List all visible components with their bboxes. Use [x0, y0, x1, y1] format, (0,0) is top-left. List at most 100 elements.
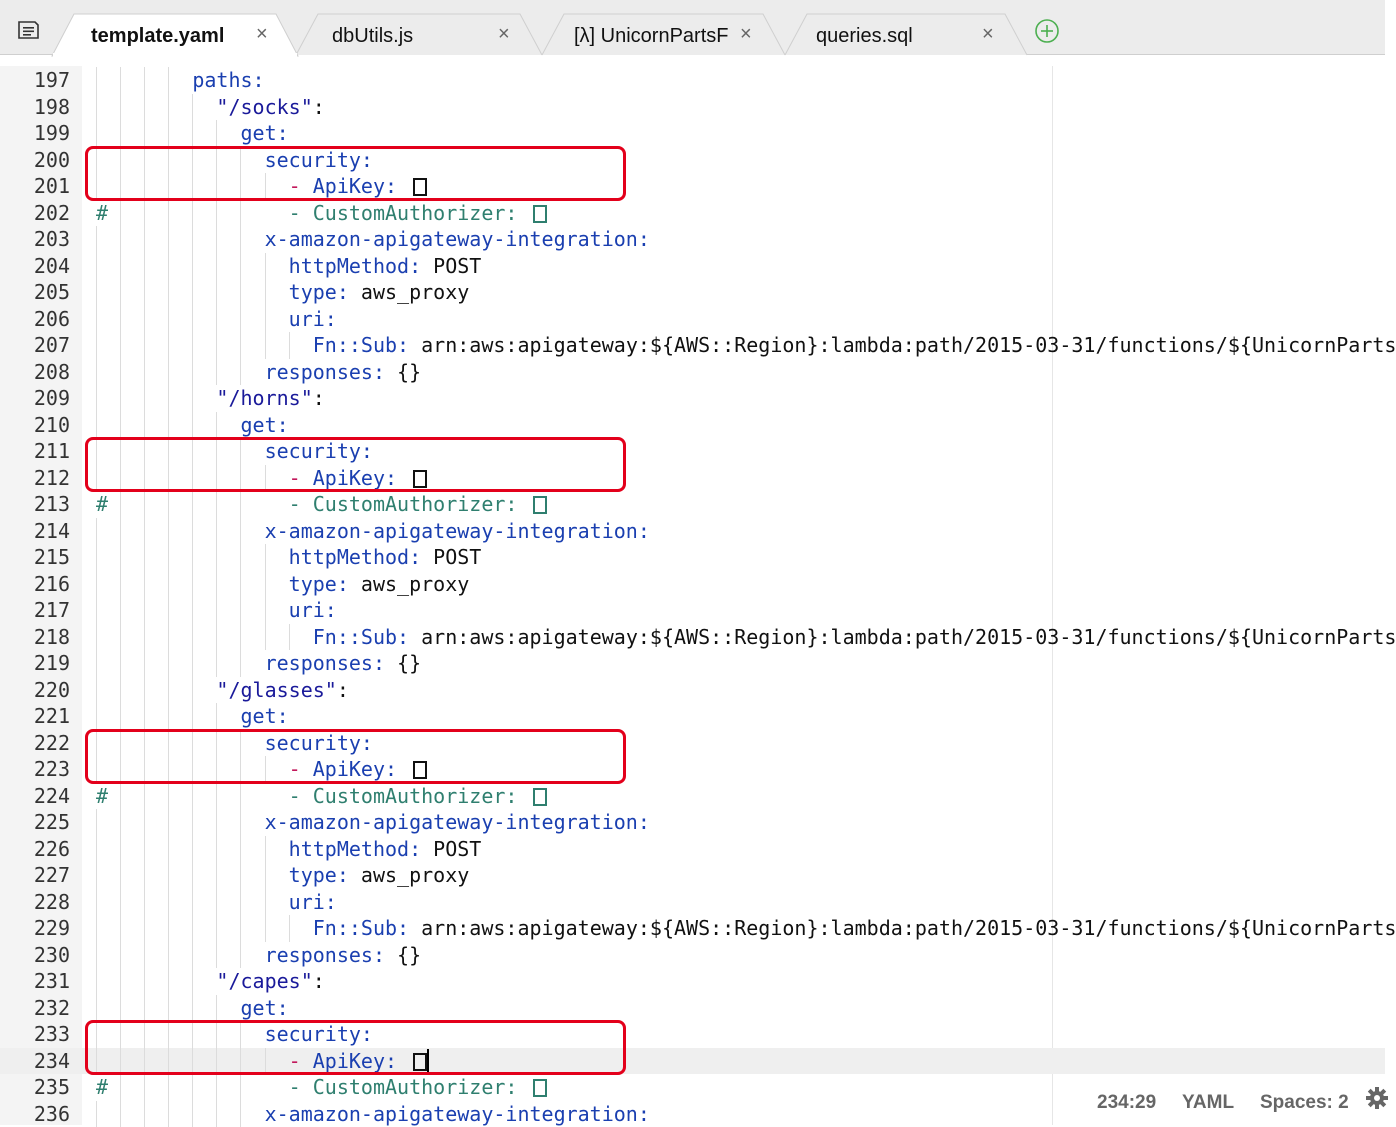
code-line[interactable]: 207 Fn::Sub: arn:aws:apigateway:${AWS::R… — [0, 332, 1385, 359]
tab-template-yaml[interactable]: template.yaml — [91, 24, 241, 48]
code-line[interactable]: 226 httpMethod: POST — [0, 836, 1385, 863]
code-line[interactable]: 211 security: — [0, 438, 1385, 465]
tab-dbutils-js[interactable]: dbUtils.js — [332, 24, 482, 48]
code-text[interactable]: "/socks": — [96, 94, 325, 121]
code-text[interactable]: uri: — [96, 306, 337, 333]
code-text[interactable]: Fn::Sub: arn:aws:apigateway:${AWS::Regio… — [96, 332, 1396, 359]
code-line[interactable]: 217 uri: — [0, 597, 1385, 624]
code-text[interactable]: # - CustomAuthorizer: — [96, 491, 547, 518]
code-line[interactable]: 220 "/glasses": — [0, 677, 1385, 704]
code-text[interactable]: x-amazon-apigateway-integration: — [96, 809, 650, 836]
code-text[interactable]: responses: {} — [96, 942, 421, 969]
code-text[interactable]: type: aws_proxy — [96, 279, 469, 306]
code-line[interactable]: 233 security: — [0, 1021, 1385, 1048]
code-line[interactable]: 218 Fn::Sub: arn:aws:apigateway:${AWS::R… — [0, 624, 1385, 651]
code-text[interactable]: Fn::Sub: arn:aws:apigateway:${AWS::Regio… — [96, 915, 1396, 942]
code-line[interactable]: 214 x-amazon-apigateway-integration: — [0, 518, 1385, 545]
code-text[interactable]: security: — [96, 730, 373, 757]
code-text[interactable]: paths: — [96, 67, 265, 94]
code-line[interactable]: 222 security: — [0, 730, 1385, 757]
code-line[interactable]: 209 "/horns": — [0, 385, 1385, 412]
code-text[interactable]: "/horns": — [96, 385, 325, 412]
code-text[interactable]: httpMethod: POST — [96, 544, 481, 571]
language-mode[interactable]: YAML — [1182, 1092, 1234, 1114]
code-text[interactable]: type: aws_proxy — [96, 571, 469, 598]
close-icon[interactable]: × — [256, 22, 268, 46]
code-text[interactable]: get: — [96, 412, 289, 439]
empty-list-brackets — [533, 788, 547, 806]
code-text[interactable]: Fn::Sub: arn:aws:apigateway:${AWS::Regio… — [96, 624, 1396, 651]
code-line[interactable]: 227 type: aws_proxy — [0, 862, 1385, 889]
code-text[interactable]: httpMethod: POST — [96, 836, 481, 863]
code-line[interactable]: 234 - ApiKey: — [0, 1048, 1385, 1075]
close-icon[interactable]: × — [498, 22, 510, 46]
indentation-setting[interactable]: Spaces: 2 — [1260, 1092, 1349, 1114]
code-line[interactable]: 231 "/capes": — [0, 968, 1385, 995]
code-text[interactable]: # - CustomAuthorizer: — [96, 1074, 547, 1101]
code-line[interactable]: 212 - ApiKey: — [0, 465, 1385, 492]
code-line[interactable]: 201 - ApiKey: — [0, 173, 1385, 200]
code-line[interactable]: 205 type: aws_proxy — [0, 279, 1385, 306]
code-line[interactable]: 223 - ApiKey: — [0, 756, 1385, 783]
code-text[interactable]: responses: {} — [96, 650, 421, 677]
code-line[interactable]: 229 Fn::Sub: arn:aws:apigateway:${AWS::R… — [0, 915, 1385, 942]
code-token: {} — [397, 651, 421, 675]
code-text[interactable]: - ApiKey: — [96, 756, 427, 783]
code-line[interactable]: 199 get: — [0, 120, 1385, 147]
code-line[interactable]: 208 responses: {} — [0, 359, 1385, 386]
code-editor[interactable]: 197 paths:198 "/socks":199 get:200 secur… — [0, 66, 1385, 1125]
code-line[interactable]: 204 httpMethod: POST — [0, 253, 1385, 280]
code-text[interactable]: responses: {} — [96, 359, 421, 386]
code-text[interactable]: - ApiKey: — [96, 465, 427, 492]
code-text[interactable]: - ApiKey: — [96, 173, 427, 200]
file-list-icon[interactable] — [16, 18, 40, 42]
code-line[interactable]: 224# - CustomAuthorizer: — [0, 783, 1385, 810]
code-text[interactable]: type: aws_proxy — [96, 862, 469, 889]
code-line[interactable]: 221 get: — [0, 703, 1385, 730]
code-line[interactable]: 216 type: aws_proxy — [0, 571, 1385, 598]
code-text[interactable]: uri: — [96, 889, 337, 916]
code-line[interactable]: 198 "/socks": — [0, 94, 1385, 121]
code-text[interactable]: get: — [96, 120, 289, 147]
code-line[interactable]: 203 x-amazon-apigateway-integration: — [0, 226, 1385, 253]
code-line[interactable]: 215 httpMethod: POST — [0, 544, 1385, 571]
tab-unicornparts-lambda[interactable]: [λ] UnicornPartsF — [574, 24, 736, 48]
code-text[interactable]: x-amazon-apigateway-integration: — [96, 226, 650, 253]
code-line[interactable]: 230 responses: {} — [0, 942, 1385, 969]
cursor-position[interactable]: 234:29 — [1097, 1092, 1156, 1114]
code-line[interactable]: 213# - CustomAuthorizer: — [0, 491, 1385, 518]
code-line[interactable]: 200 security: — [0, 147, 1385, 174]
code-text[interactable]: x-amazon-apigateway-integration: — [96, 1101, 650, 1127]
code-text[interactable]: # - CustomAuthorizer: — [96, 783, 547, 810]
code-line[interactable]: 225 x-amazon-apigateway-integration: — [0, 809, 1385, 836]
code-line[interactable]: 202# - CustomAuthorizer: — [0, 200, 1385, 227]
code-line[interactable]: 228 uri: — [0, 889, 1385, 916]
tab-queries-sql[interactable]: queries.sql — [816, 24, 966, 48]
code-text[interactable]: "/capes": — [96, 968, 325, 995]
code-text[interactable]: get: — [96, 703, 289, 730]
line-number: 235 — [0, 1074, 70, 1101]
code-line[interactable]: 197 paths: — [0, 67, 1385, 94]
line-number: 200 — [0, 147, 70, 174]
close-icon[interactable]: × — [982, 22, 994, 46]
code-text[interactable]: x-amazon-apigateway-integration: — [96, 518, 650, 545]
code-line[interactable]: 206 uri: — [0, 306, 1385, 333]
code-text[interactable]: # - CustomAuthorizer: — [96, 200, 547, 227]
code-text[interactable]: security: — [96, 438, 373, 465]
gear-icon[interactable] — [1365, 1086, 1389, 1110]
code-line[interactable]: 210 get: — [0, 412, 1385, 439]
code-token: - — [289, 1049, 313, 1073]
code-text[interactable]: - ApiKey: — [96, 1048, 429, 1075]
code-line[interactable]: 219 responses: {} — [0, 650, 1385, 677]
code-text[interactable]: "/glasses": — [96, 677, 349, 704]
code-text[interactable]: get: — [96, 995, 289, 1022]
code-token: security — [265, 439, 361, 463]
add-tab-icon[interactable] — [1034, 18, 1060, 44]
code-text[interactable]: security: — [96, 1021, 373, 1048]
code-text[interactable]: uri: — [96, 597, 337, 624]
close-icon[interactable]: × — [740, 22, 752, 46]
code-text[interactable]: security: — [96, 147, 373, 174]
code-line[interactable]: 232 get: — [0, 995, 1385, 1022]
code-token: : — [385, 1049, 409, 1073]
code-text[interactable]: httpMethod: POST — [96, 253, 481, 280]
